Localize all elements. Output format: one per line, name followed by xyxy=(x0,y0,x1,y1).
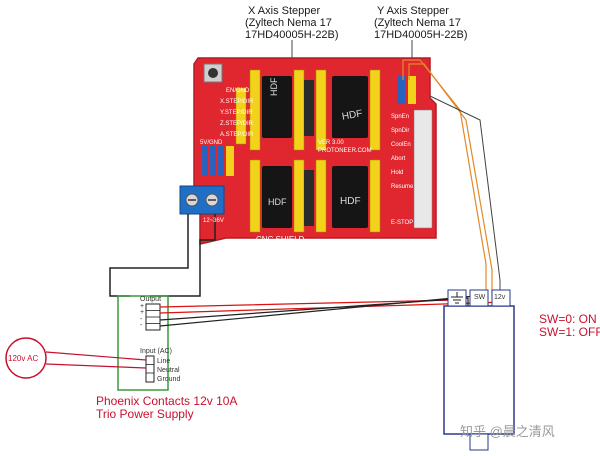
wire-negative xyxy=(109,214,189,297)
switch-terminal-12v xyxy=(491,289,511,307)
pin-label-1: X.STEP/DIR xyxy=(220,99,254,105)
reset-button-cap xyxy=(208,68,218,78)
y-stepper-label-line1: Y Axis Stepper xyxy=(377,5,449,17)
driver-y-heatsink xyxy=(332,76,368,138)
ground-symbol-icon xyxy=(451,292,463,304)
switch-base-tab xyxy=(469,433,489,451)
psu-terminal-minus-2: - xyxy=(140,322,143,329)
switch-terminal-sw xyxy=(469,289,489,307)
x-stepper-label-line1: X Axis Stepper xyxy=(248,5,321,17)
x-stepper-label-line2: (Zyltech Nema 17 xyxy=(245,17,332,29)
y-stepper-label-line2: (Zyltech Nema 17 xyxy=(374,17,461,29)
psu-terminal-plus-2: + xyxy=(140,309,145,316)
right-pin-2: CoolEn xyxy=(391,142,411,148)
board-site: PROTONEER.COM xyxy=(318,148,372,154)
psu-input-ground: Ground xyxy=(157,376,181,383)
driver-z-heatsink xyxy=(262,166,292,228)
switch-terminal-ground xyxy=(447,289,467,307)
x-stepper-label-line3: 17HD40005H-22B) xyxy=(245,29,339,41)
pin-label-5: 5V/GND xyxy=(200,140,223,146)
psu-input-block xyxy=(145,355,155,383)
ac-source-circle xyxy=(5,337,47,379)
wire-positive xyxy=(150,214,216,297)
ac-source-label: 120v AC xyxy=(8,354,39,363)
cnc-shield-board xyxy=(179,57,437,245)
switch-state-on: SW=0: ON xyxy=(539,312,597,326)
driver-a-heatsink xyxy=(332,166,368,228)
psu-name-line1: Phoenix Contacts 12v 10A xyxy=(96,394,238,408)
psu-output-label: Output xyxy=(140,296,162,303)
switch-label-12v: 12v xyxy=(494,294,506,301)
terminal-voltage: 12~36V xyxy=(203,218,224,224)
y-stepper-label-line3: 17HD40005H-22B) xyxy=(374,29,468,41)
screw-terminal xyxy=(179,185,225,215)
psu-outline xyxy=(117,295,169,391)
pin-label-2: Y.STEP/DIR xyxy=(220,110,253,116)
ac-neutral-wire xyxy=(45,363,147,369)
psu-input-neutral: Neutral xyxy=(157,367,180,374)
watermark: 知乎 @晨之清风 xyxy=(460,424,555,439)
driver-label-z: HDF xyxy=(268,197,287,207)
psu-terminal-minus-1: - xyxy=(140,316,143,323)
switch-state-off: SW=1: OFF xyxy=(539,325,600,339)
board-version: VER 3.00 xyxy=(318,140,344,146)
pin-label-4: A.STEP/DIR xyxy=(220,132,254,138)
driver-label-a: HDF xyxy=(340,196,361,207)
right-pin-4: Hold xyxy=(391,170,404,176)
switch-body xyxy=(443,305,515,435)
pin-label-0: EN/GND xyxy=(226,88,250,94)
psu-input-label: Input (AC) xyxy=(140,348,172,355)
pin-label-3: Z.STEP/DIR xyxy=(220,121,254,127)
right-pin-6: E-STOP xyxy=(391,220,414,226)
driver-label-x: HDF xyxy=(269,77,279,97)
psu-input-line: Line xyxy=(157,358,171,365)
wire-dark-3 xyxy=(429,95,501,296)
switch-label-sw: SW xyxy=(474,294,486,301)
wire-orange-2 xyxy=(408,63,493,296)
right-pin-1: SpnDir xyxy=(391,128,410,134)
psu-name-line2: Trio Power Supply xyxy=(96,407,194,421)
wire-black-1 xyxy=(159,297,469,321)
right-pin-3: Abort xyxy=(391,156,406,162)
right-pin-5: Resume xyxy=(391,184,414,190)
board-name: CNC SHIELD xyxy=(256,235,305,244)
right-pin-0: SpnEn xyxy=(391,114,410,120)
psu-terminal-plus-1: + xyxy=(140,303,145,310)
driver-x-heatsink xyxy=(262,76,292,138)
ac-line-wire xyxy=(45,351,147,361)
wire-red-1 xyxy=(159,299,457,308)
